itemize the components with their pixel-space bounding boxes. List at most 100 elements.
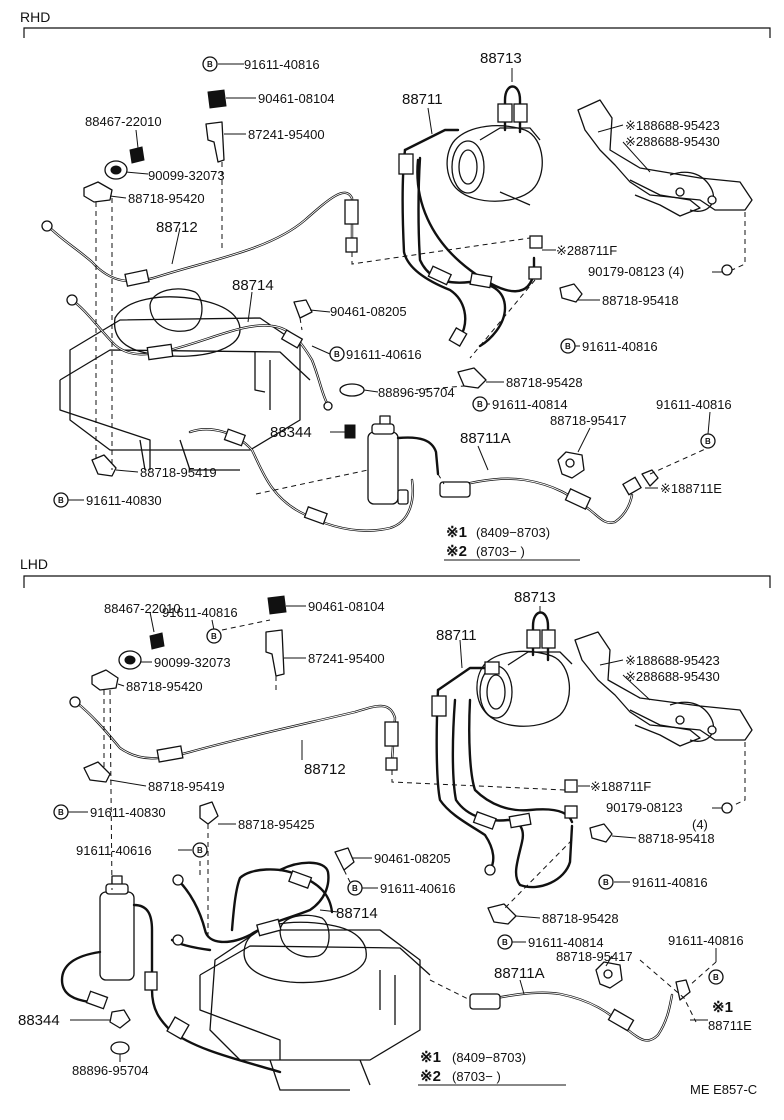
bolt-marker-icon — [472, 396, 488, 412]
part-label: 88712 — [304, 761, 346, 778]
rhd-bracket-88688 — [577, 99, 753, 217]
rhd-leader-lines — [68, 63, 722, 501]
bolt-marker-icon — [598, 874, 614, 890]
bolt-marker-label: B — [705, 437, 711, 446]
bolt-marker-icon — [560, 338, 576, 354]
bolt-marker-icon — [206, 628, 222, 644]
rhd-dashed-lines — [95, 162, 746, 495]
part-label: (4) — [692, 817, 708, 832]
rhd-part-labels: 91611-40816 90461-08104 88467-22010 8724… — [85, 50, 732, 508]
part-label: 88718-95420 — [126, 679, 203, 694]
lhd-notes: ※1 (8409−8703) ※2 (8703− ) — [418, 1049, 566, 1086]
part-label: ※1 — [712, 999, 733, 1016]
part-label: 88718-95425 — [238, 817, 315, 832]
part-label: 90179-08123 — [606, 800, 683, 815]
lhd-small-parts — [83, 595, 733, 925]
rhd-pipe-88714 — [66, 294, 333, 411]
bolt-marker-label: B — [477, 400, 483, 409]
part-label: 91611-40816 — [668, 933, 744, 948]
lhd-pipe-88714 — [170, 861, 334, 952]
part-label: ※188688-95423 — [625, 118, 720, 133]
rhd-compressor — [398, 85, 543, 348]
bolt-marker-label: B — [211, 632, 217, 641]
part-label: 88714 — [232, 277, 274, 294]
part-label: 90099-32073 — [154, 655, 231, 670]
part-label: 91611-40816 — [656, 397, 732, 412]
rhd-section-title: RHD — [20, 9, 50, 25]
part-label: 90461-08205 — [330, 304, 407, 319]
part-label: 87241-95400 — [248, 127, 325, 142]
bolt-marker-icon — [53, 804, 69, 820]
lhd-receiver-drier — [60, 875, 282, 1074]
rhd-condenser-unit — [59, 288, 311, 471]
part-label: 88344 — [18, 1012, 60, 1029]
part-label: 88718-95419 — [148, 779, 225, 794]
part-label: 91611-40814 — [528, 935, 604, 950]
rhd-frame — [23, 27, 771, 38]
part-label: 88712 — [156, 219, 198, 236]
part-label: 91611-40616 — [346, 347, 422, 362]
lhd-section-title: LHD — [20, 556, 48, 572]
part-label: 88711 — [436, 627, 477, 644]
bolt-marker-label: B — [334, 350, 340, 359]
note-mark: ※2 — [446, 543, 467, 560]
part-label: 91611-40616 — [76, 843, 152, 858]
bolt-marker-icon — [347, 880, 363, 896]
part-label: 88467-22010 — [85, 114, 162, 129]
rhd-bolt-markers: B B B B B B — [53, 56, 716, 508]
part-label: 91611-40816 — [582, 339, 658, 354]
part-label: 88718-95428 — [542, 911, 619, 926]
part-label: 91611-40816 — [244, 57, 320, 72]
part-label: 88711A — [460, 430, 511, 447]
lhd-dashed-lines — [103, 619, 746, 1023]
bolt-marker-icon — [329, 346, 345, 362]
bolt-marker-label: B — [713, 973, 719, 982]
part-label: 88718-95420 — [128, 191, 205, 206]
bolt-marker-icon — [497, 934, 513, 950]
rhd-section: RHD — [20, 9, 771, 561]
bolt-marker-label: B — [603, 878, 609, 887]
lhd-pipe-88711A — [469, 961, 691, 1042]
bolt-marker-icon — [192, 842, 208, 858]
part-label: 88718-95417 — [550, 413, 627, 428]
part-label: 91611-40830 — [90, 805, 166, 820]
rhd-pipe-88711A — [439, 451, 659, 524]
bolt-marker-label: B — [58, 496, 64, 505]
part-label: 91611-40616 — [380, 881, 456, 896]
part-label: 90461-08104 — [258, 91, 335, 106]
part-label: 88711E — [708, 1018, 752, 1033]
part-label: 91611-40816 — [632, 875, 708, 890]
part-label: 90461-08104 — [308, 599, 385, 614]
bolt-marker-label: B — [565, 342, 571, 351]
lhd-frame — [23, 575, 771, 588]
part-label: ※288688-95430 — [625, 669, 720, 684]
part-label: 88714 — [336, 905, 378, 922]
note-mark: ※1 — [446, 524, 467, 541]
part-label: 88896-95704 — [378, 385, 455, 400]
part-label: 91611-40816 — [162, 605, 238, 620]
part-label: 88718-95418 — [602, 293, 679, 308]
bolt-marker-icon — [708, 969, 724, 985]
part-label: 90461-08205 — [374, 851, 451, 866]
part-label: ※188711F — [590, 779, 651, 794]
part-label: 88718-95428 — [506, 375, 583, 390]
note-mark: ※1 — [420, 1049, 441, 1066]
part-label: ※288688-95430 — [625, 134, 720, 149]
lhd-leader-lines — [68, 605, 722, 1062]
note-range: (8409−8703) — [476, 525, 550, 540]
bolt-marker-icon — [700, 433, 716, 449]
part-label: 88713 — [514, 589, 556, 606]
lhd-part-labels: 91611-40816 88467-22010 90461-08104 9009… — [18, 589, 752, 1078]
bolt-marker-icon — [53, 492, 69, 508]
part-label: 90179-08123 (4) — [588, 264, 684, 279]
lhd-pipe-88712 — [69, 696, 399, 771]
bolt-marker-label: B — [197, 846, 203, 855]
bolt-marker-label: B — [352, 884, 358, 893]
part-label: ※188711E — [660, 481, 722, 496]
part-label: 88711 — [402, 91, 443, 108]
part-label: 88718-95418 — [638, 831, 715, 846]
bolt-marker-icon — [202, 56, 218, 72]
part-label: 88718-95417 — [556, 949, 633, 964]
part-label: 88896-95704 — [72, 1063, 149, 1078]
